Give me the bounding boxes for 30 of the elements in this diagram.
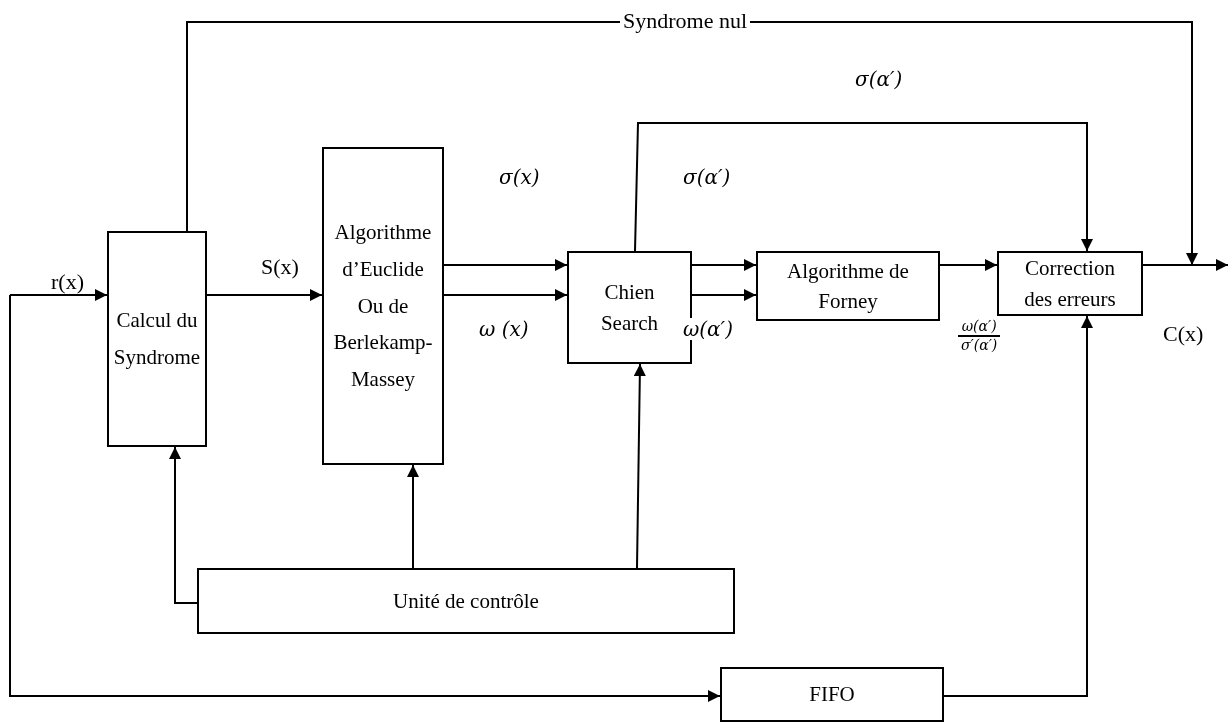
arrow: [691, 289, 757, 301]
process-box: [997, 251, 1143, 316]
arrow: [186, 21, 1198, 266]
box-label: Unité de contrôle: [392, 587, 540, 615]
arrow: [443, 259, 568, 271]
arrow: [169, 446, 198, 604]
box-label: Calcul du Syndrome: [112, 307, 202, 371]
box-label: Algorithme d’Euclide Ou de Berlekamp-Massey: [332, 219, 434, 394]
box-label: FIFO: [808, 681, 856, 709]
arrow: [1142, 259, 1229, 271]
process-box: [197, 568, 735, 634]
arrow: [943, 315, 1093, 697]
box-label: Chien Search: [599, 279, 660, 337]
arrow: [939, 259, 998, 271]
process-box: [720, 667, 944, 722]
arrow: [691, 259, 757, 271]
process-box: [322, 147, 444, 465]
arrow: [407, 464, 419, 569]
box-label: Algorithme de Forney: [786, 257, 910, 315]
arrow: [634, 122, 1093, 252]
box-label: Correction des erreurs: [1023, 255, 1117, 313]
process-box: [107, 231, 207, 447]
fraction-denominator: σ′(α′): [960, 336, 999, 354]
arrow: [443, 289, 568, 301]
fraction-numerator: ω(α′): [958, 318, 1001, 337]
arrow: [633, 363, 646, 569]
arrow: [9, 294, 721, 702]
arrow: [206, 289, 323, 301]
arrow: [9, 289, 108, 301]
process-box: [756, 251, 940, 321]
